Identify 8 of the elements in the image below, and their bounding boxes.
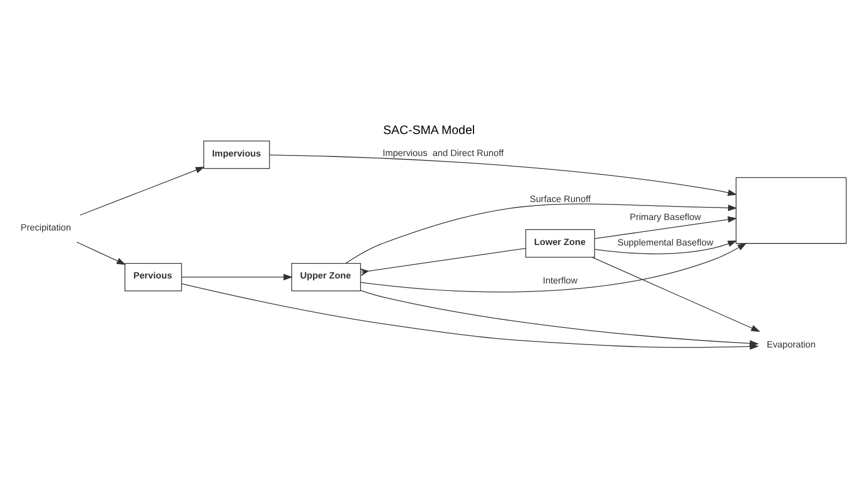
edge-label: Supplemental Baseflow <box>618 237 714 248</box>
node-text: Precipitation <box>20 222 71 233</box>
edge-label: Interflow <box>542 276 578 286</box>
diagram-title: SAC-SMA Model <box>383 122 475 137</box>
edge-label: Primary Baseflow <box>630 212 701 222</box>
edge-label: Impervious and Direct Runoff <box>382 148 504 158</box>
node-text: Evaporation <box>766 340 816 350</box>
edge-label: Surface Runoff <box>530 194 591 204</box>
